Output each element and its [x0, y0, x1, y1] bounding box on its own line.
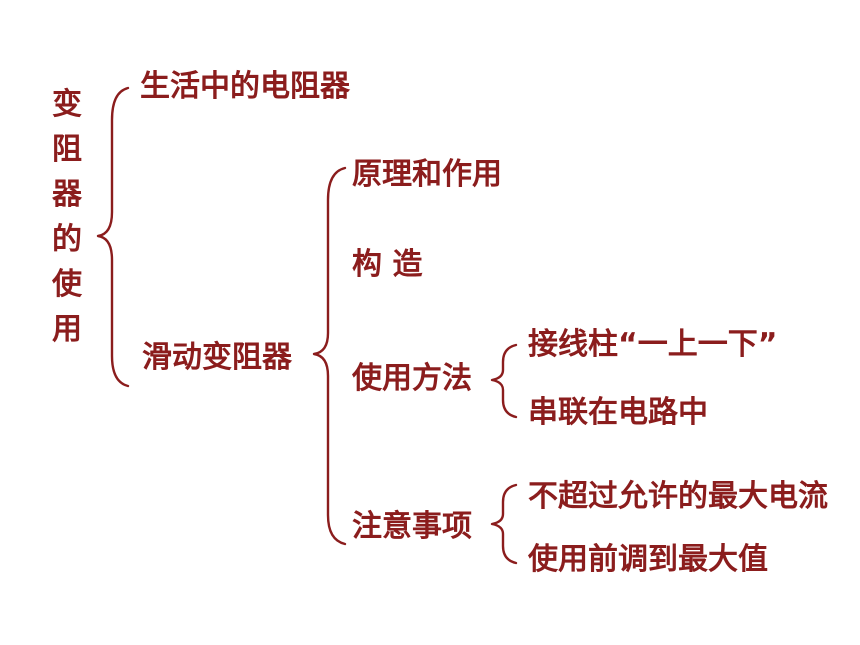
precautions-brace — [490, 483, 518, 565]
root-title-char: 变 — [52, 87, 82, 122]
node-precautions: 注意事项 — [352, 509, 472, 544]
node-usage: 使用方法 — [352, 361, 472, 396]
node-principle: 原理和作用 — [352, 157, 502, 192]
root-title-char: 使 — [52, 267, 82, 302]
node-series: 串联在电路中 — [528, 395, 708, 430]
root-brace — [96, 86, 130, 388]
node-rheostat: 滑动变阻器 — [142, 340, 292, 375]
root-title-char: 的 — [52, 222, 82, 257]
root-title: 变阻器的使用 — [50, 82, 84, 352]
root-title-char: 器 — [52, 177, 82, 212]
root-title-char: 用 — [52, 312, 82, 347]
rheostat-brace — [312, 166, 347, 546]
node-max-current: 不超过允许的最大电流 — [528, 479, 828, 514]
node-max-value: 使用前调到最大值 — [528, 542, 768, 577]
node-everyday-resistors: 生活中的电阻器 — [140, 69, 350, 104]
root-title-char: 阻 — [52, 132, 82, 167]
node-structure: 构 造 — [352, 247, 423, 282]
usage-brace — [490, 343, 518, 419]
node-terminals: 接线柱“一上一下” — [528, 327, 778, 362]
